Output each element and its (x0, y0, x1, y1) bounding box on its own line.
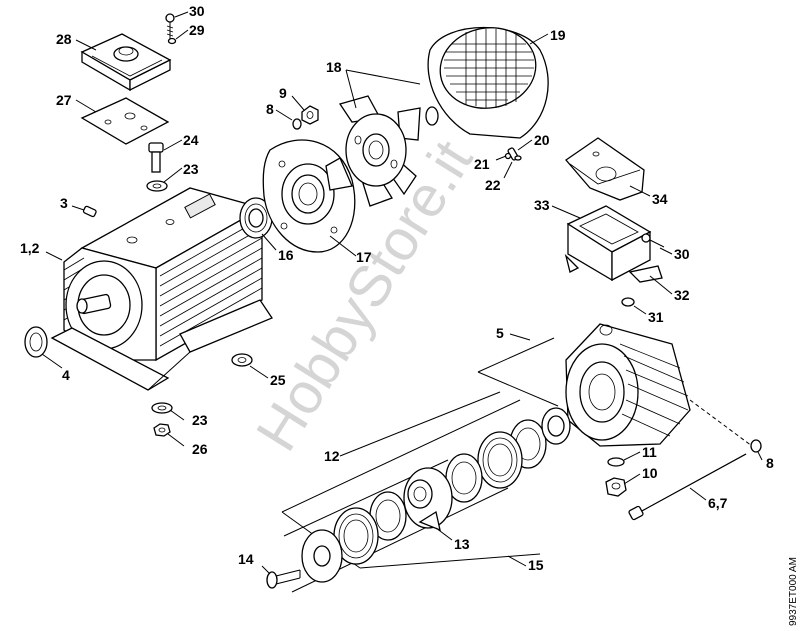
label-6-7: 6,7 (708, 495, 728, 511)
label-30-top: 30 (189, 3, 205, 19)
label-13: 13 (454, 536, 470, 552)
part-20-21-22-fasteners (504, 147, 522, 161)
part-bearing-right (541, 407, 571, 445)
part-24-bolt (148, 142, 164, 173)
drawing-code: 9937ET000 AM (788, 557, 799, 626)
part-1-2-motor-housing (50, 187, 273, 391)
label-11: 11 (642, 444, 657, 460)
label-17: 17 (356, 249, 372, 265)
label-16: 16 (278, 247, 294, 263)
part-33-switch-box (564, 205, 663, 283)
label-4: 4 (62, 367, 70, 383)
label-23-top: 23 (183, 161, 199, 177)
label-30-right: 30 (674, 246, 690, 262)
part-13-swash-plate (403, 467, 453, 532)
label-12: 12 (324, 448, 340, 464)
label-18: 18 (326, 59, 342, 75)
part-28-terminal-box-cover (80, 33, 172, 92)
label-22: 22 (485, 177, 501, 193)
label-9: 9 (279, 85, 287, 101)
part-29-washer (167, 37, 177, 45)
part-17-end-shield (262, 139, 356, 253)
label-32: 32 (674, 287, 690, 303)
part-8-o-ring-right (750, 439, 762, 453)
part-18-fan (325, 95, 421, 207)
part-6-7-tie-bolt (628, 453, 747, 521)
label-27: 27 (56, 92, 72, 108)
label-14: 14 (238, 551, 254, 567)
part-11-ring (607, 457, 625, 467)
part-31-o-ring (621, 297, 635, 307)
part-thrust-washer-left (301, 529, 343, 583)
part-3-key (82, 205, 97, 218)
label-3: 3 (60, 195, 68, 211)
label-21: 21 (474, 156, 490, 172)
part-thrust-bearing-b (333, 507, 379, 565)
part-18-clip (425, 106, 439, 126)
label-8-top: 8 (266, 101, 274, 117)
label-29: 29 (189, 22, 205, 38)
part-25-lock-washer (231, 353, 253, 367)
label-1-2: 1,2 (20, 240, 40, 256)
label-5: 5 (496, 325, 504, 341)
leader-lines (41, 11, 763, 575)
leader-dashed-5 (689, 399, 753, 447)
label-25: 25 (270, 372, 286, 388)
part-5-pump-housing (565, 323, 691, 447)
part-labels: 30 29 28 27 24 23 3 1,2 4 25 23 26 9 8 1… (20, 3, 774, 573)
part-30-screw-right (641, 233, 665, 248)
part-9-nut (301, 105, 319, 125)
part-14-screw (266, 569, 301, 589)
label-10: 10 (642, 465, 658, 481)
label-8-right: 8 (766, 455, 774, 471)
label-26: 26 (192, 441, 208, 457)
part-23-washer-bottom (151, 402, 173, 414)
label-19: 19 (550, 27, 566, 43)
label-28: 28 (56, 31, 72, 47)
label-24: 24 (183, 132, 199, 148)
part-30-screw (165, 13, 175, 40)
part-27-gasket (80, 97, 170, 145)
label-15: 15 (528, 557, 544, 573)
label-20: 20 (534, 132, 550, 148)
label-23-bottom: 23 (192, 412, 208, 428)
label-34: 34 (652, 191, 668, 207)
label-31: 31 (648, 309, 664, 325)
label-33: 33 (534, 197, 550, 213)
part-thrust-bearing-a (477, 431, 523, 489)
part-26-nut (153, 423, 171, 437)
part-19-fan-cover (427, 26, 549, 139)
part-23-washer-top (146, 180, 168, 192)
part-34-cover (565, 137, 645, 201)
part-8-o-ring-top (292, 118, 302, 130)
part-10-plug (605, 477, 627, 497)
part-4-seal-ring (24, 326, 48, 358)
